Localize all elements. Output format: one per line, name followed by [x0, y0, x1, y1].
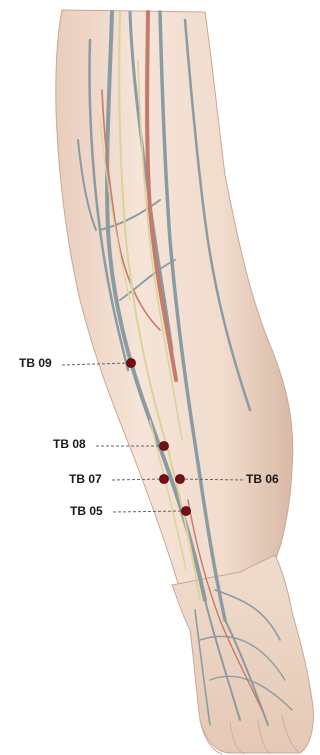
label-tb06: TB 06: [246, 472, 279, 486]
point-tb08: [160, 442, 169, 451]
point-tb05: [182, 507, 191, 516]
label-tb08: TB 08: [53, 437, 86, 451]
point-tb06: [176, 475, 185, 484]
label-tb09: TB 09: [19, 356, 52, 370]
point-tb09: [127, 359, 136, 368]
hand-silhouette: [172, 555, 314, 753]
label-tb07: TB 07: [69, 472, 102, 486]
point-tb07: [160, 475, 169, 484]
label-tb05: TB 05: [70, 504, 103, 518]
